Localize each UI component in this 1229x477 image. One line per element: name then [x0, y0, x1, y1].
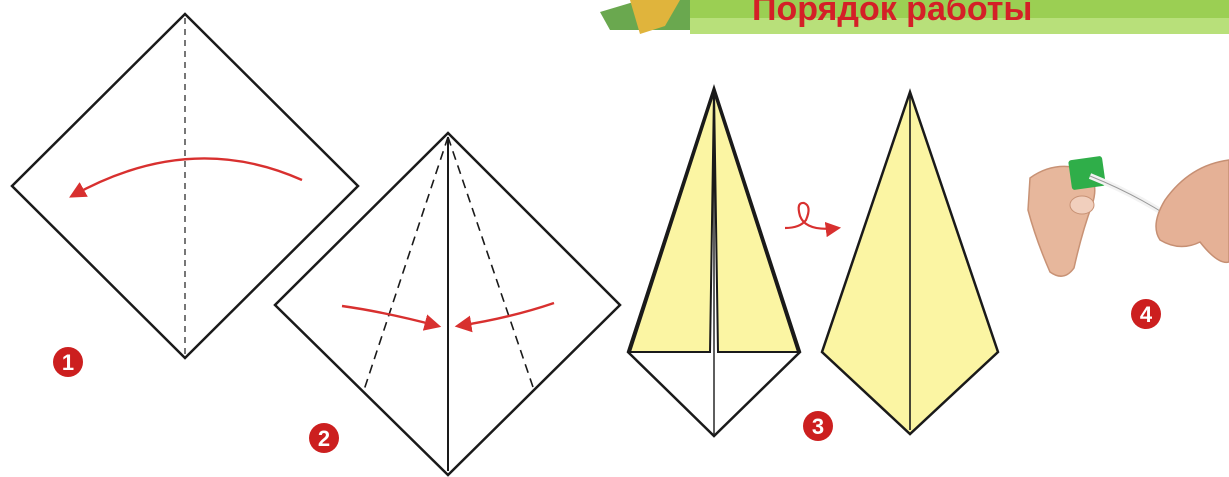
step-4-illustration: 4: [1027, 156, 1229, 329]
right-flap: [713, 91, 800, 353]
fold-arrow-right: [341, 304, 442, 331]
green-paper: [1068, 156, 1106, 190]
step-3-badge: [803, 411, 833, 441]
left-thumbnail: [1069, 195, 1095, 215]
step-1-number: 1: [62, 350, 74, 375]
step-1-badge: [53, 347, 83, 377]
paper-strip-edge: [1089, 175, 1166, 215]
left-flap: [628, 91, 715, 353]
fold-arrow-left: [69, 157, 303, 198]
step-3-number: 3: [812, 414, 824, 439]
step-2-number: 2: [318, 426, 330, 451]
step-2-badge: [309, 423, 339, 453]
step-1-diagram: 1: [10, 12, 360, 377]
step-2-diagram: 2: [273, 131, 622, 477]
step-4-number: 4: [1140, 302, 1153, 327]
right-hand: [1155, 159, 1229, 264]
step-4-badge: [1131, 299, 1161, 329]
step-3-diagram: 3: [626, 83, 1000, 441]
paper-strip: [1088, 173, 1167, 217]
page-title: Порядок работы: [752, 0, 1032, 28]
turn-over-arrow: [784, 201, 842, 238]
fold-arrow-left: [454, 301, 555, 333]
header-banner: Порядок работы: [600, 0, 1229, 34]
